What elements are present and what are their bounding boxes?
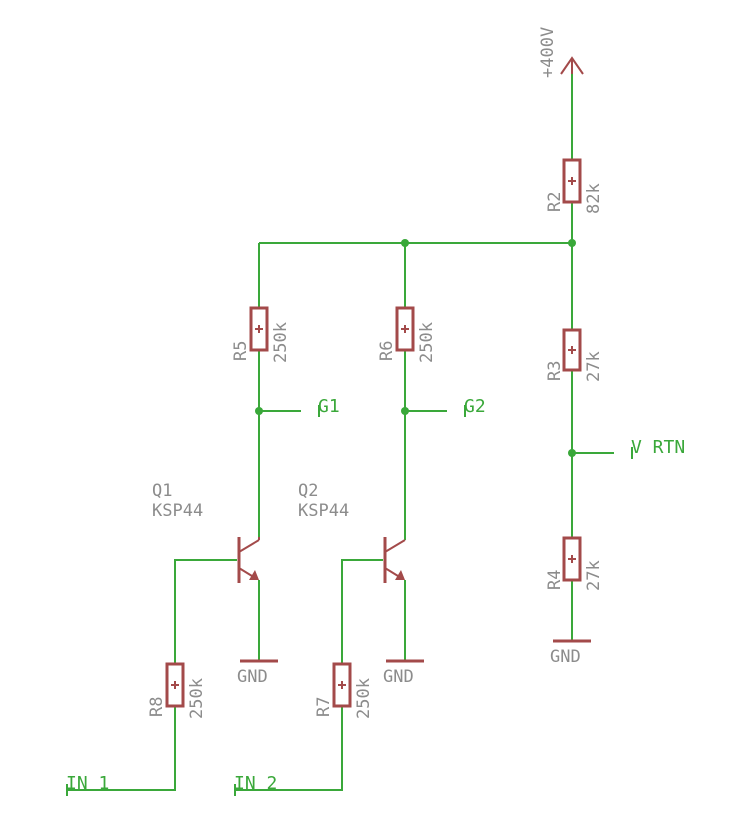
net-label-g1: G1 (318, 396, 340, 417)
resistor-r5[interactable]: R5 250k (231, 306, 291, 363)
ground-label: GND (550, 647, 581, 667)
resistor-r2[interactable]: R2 82k (545, 158, 604, 214)
emitter-arrow-icon (395, 570, 405, 580)
resistor-r7[interactable]: R7 250k (314, 662, 374, 719)
resistor-body (395, 306, 415, 352)
transistor-collector (238, 539, 260, 553)
supply-label: +400V (538, 27, 558, 78)
wire-in2 (235, 706, 343, 791)
resistor-value: 250k (354, 678, 374, 719)
resistor-value: 250k (271, 322, 291, 363)
resistor-body (562, 158, 582, 204)
transistor-emitter (384, 567, 399, 577)
resistor-name: R2 (545, 192, 565, 212)
ground-q2: GND (383, 659, 424, 687)
transistor-name: Q1 (152, 481, 172, 501)
net-label-in1: IN 1 (66, 773, 109, 794)
net-label-vrtn: V RTN (631, 437, 685, 458)
resistor-body (249, 306, 269, 352)
wires (66, 60, 633, 796)
resistor-body (332, 662, 352, 708)
junction-dot (401, 407, 409, 415)
resistor-name: R7 (314, 697, 334, 717)
resistor-value: 250k (417, 322, 437, 363)
transistor-collector (384, 539, 406, 553)
resistor-body (165, 662, 185, 708)
transistor-name: Q2 (298, 481, 318, 501)
junction-dot (401, 239, 409, 247)
transistor-q1[interactable]: Q1 KSP44 (152, 481, 260, 583)
ground-label: GND (383, 667, 414, 687)
resistor-value: 27k (584, 351, 604, 382)
junction-dot (568, 449, 576, 457)
resistor-body (562, 536, 582, 582)
resistor-r4[interactable]: R4 27k (545, 536, 604, 591)
net-label-in2: IN 2 (234, 773, 277, 794)
supply-symbol: +400V (538, 27, 584, 78)
emitter-arrow-icon (249, 570, 259, 580)
transistor-type: KSP44 (298, 501, 349, 521)
resistor-name: R4 (545, 570, 565, 590)
transistor-emitter (238, 567, 253, 577)
resistor-value: 27k (584, 560, 604, 591)
wire-in1 (67, 706, 176, 791)
resistor-r8[interactable]: R8 250k (147, 662, 207, 719)
junction-dot (568, 239, 576, 247)
ground-label: GND (237, 667, 268, 687)
resistor-r6[interactable]: R6 250k (377, 306, 437, 363)
resistor-name: R8 (147, 697, 167, 717)
transistor-q2[interactable]: Q2 KSP44 (298, 481, 406, 583)
transistor-type: KSP44 (152, 501, 203, 521)
resistor-name: R6 (377, 341, 397, 361)
wire-q1-base (174, 559, 237, 664)
ground-r4: GND (550, 639, 591, 667)
resistor-value: 82k (584, 183, 604, 214)
resistor-r3[interactable]: R3 27k (545, 328, 604, 382)
junctions (255, 239, 576, 457)
net-label-g2: G2 (464, 396, 486, 417)
wire-q2-base (341, 559, 383, 664)
resistor-name: R3 (545, 361, 565, 381)
resistor-name: R5 (231, 341, 251, 361)
resistor-body (562, 328, 582, 372)
junction-dot (255, 407, 263, 415)
resistor-value: 250k (187, 678, 207, 719)
ground-q1: GND (237, 659, 278, 687)
